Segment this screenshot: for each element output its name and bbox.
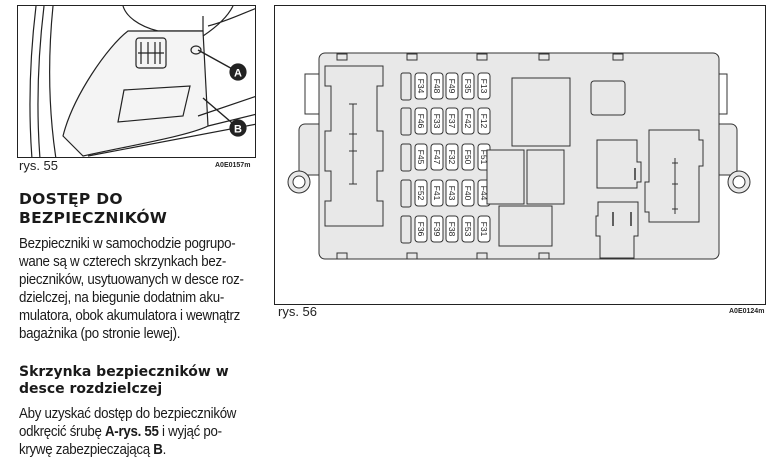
- body-line: wane są w czterech skrzynkach bez-: [19, 254, 227, 270]
- body-line: bagażnika (po stronie lewej).: [19, 326, 181, 342]
- fuse-f31: F31: [477, 215, 491, 243]
- fuse-f46: F46: [414, 107, 428, 135]
- subheading: Skrzynka bezpieczników w desce rozdzielc…: [19, 364, 229, 398]
- text: .: [162, 442, 167, 458]
- fuse-f42: F42: [461, 107, 475, 135]
- fuse-f50: F50: [461, 143, 475, 171]
- fuse-f47: F47: [430, 143, 444, 171]
- fuse-f52: F52: [414, 179, 428, 207]
- heading-line-1: DOSTĘP DO: [19, 190, 123, 208]
- fuse-label: F42: [463, 114, 473, 129]
- spare-slot: [400, 215, 412, 244]
- text: i wyjąć po-: [158, 424, 222, 440]
- access-line-3: krywę zabezpieczającą B.: [19, 441, 270, 459]
- fuse-f53: F53: [461, 215, 475, 243]
- fuse-label: F51: [479, 150, 489, 165]
- fuse-f38: F38: [445, 215, 459, 243]
- fuse-label: F13: [479, 79, 489, 94]
- figure-55-code: A0E0157m: [215, 162, 251, 169]
- fuse-f32: F32: [445, 143, 459, 171]
- fuse-label: F52: [416, 186, 426, 201]
- text: odkręcić śrubę: [19, 424, 105, 440]
- fuse-box-diagram: F34F46F45F52F36F48F33F47F41F39F49F37F32F…: [287, 52, 751, 260]
- spare-slot: [400, 179, 412, 208]
- figure-55-caption: rys. 55: [19, 158, 59, 173]
- callout-a: A: [234, 68, 242, 80]
- fuse-label: F53: [463, 222, 473, 237]
- fuse-label: F34: [416, 79, 426, 94]
- fuse-label: F12: [479, 114, 489, 129]
- figure-56-code: A0E0124m: [729, 308, 765, 315]
- body-line: dzielczej, na biegunie dodatnim aku-: [19, 290, 225, 306]
- body-line: mulatora, obok akumulatora i wewnątrz: [19, 308, 240, 324]
- fuse-f40: F40: [461, 179, 475, 207]
- subheading-line-2: desce rozdzielczej: [19, 381, 163, 397]
- fuse-label: F33: [432, 114, 442, 129]
- fuse-f36: F36: [414, 215, 428, 243]
- fuse-label: F46: [416, 114, 426, 129]
- fuse-label: F32: [447, 150, 457, 165]
- fuse-f41: F41: [430, 179, 444, 207]
- part-reference: B: [153, 442, 163, 458]
- fuse-label: F48: [432, 79, 442, 94]
- text: krywę zabezpieczającą: [19, 442, 154, 458]
- dashboard-fuse-cover-drawing: A B: [29, 6, 255, 157]
- fuse-label: F40: [463, 186, 473, 201]
- fuse-f35: F35: [461, 72, 475, 100]
- fuse-label: F47: [432, 150, 442, 165]
- spare-slot: [400, 72, 412, 101]
- body-line: Bezpieczniki w samochodzie pogrupo-: [19, 236, 236, 252]
- figure-55-illustration: A B: [17, 5, 256, 158]
- spare-slot: [400, 143, 412, 172]
- fuse-f34: F34: [414, 72, 428, 100]
- section-body: Bezpieczniki w samochodzie pogrupo-wane …: [19, 235, 289, 343]
- subheading-line-1: Skrzynka bezpieczników w: [19, 364, 229, 380]
- fuse-label: F38: [447, 222, 457, 237]
- fuse-f39: F39: [430, 215, 444, 243]
- fuse-f13: F13: [477, 72, 491, 100]
- heading-line-2: BEZPIECZNIKÓW: [19, 209, 168, 227]
- fuse-label: F36: [416, 222, 426, 237]
- fuse-label: F39: [432, 222, 442, 237]
- access-instructions: Aby uzyskać dostęp do bezpieczników odkr…: [19, 405, 289, 459]
- fuse-label: F49: [447, 79, 457, 94]
- figure-reference: A-rys. 55: [104, 424, 159, 440]
- spare-slot: [400, 107, 412, 136]
- fuse-f45: F45: [414, 143, 428, 171]
- access-line-2: odkręcić śrubę A-rys. 55 i wyjąć po-: [19, 423, 270, 441]
- fuse-f37: F37: [445, 107, 459, 135]
- fuse-label: F44: [479, 186, 489, 201]
- callout-b: B: [234, 124, 242, 136]
- fuse-label: F43: [447, 186, 457, 201]
- fuse-label: F45: [416, 150, 426, 165]
- fuse-label: F35: [463, 79, 473, 94]
- fuse-f33: F33: [430, 107, 444, 135]
- fuse-f48: F48: [430, 72, 444, 100]
- access-line-1: Aby uzyskać dostęp do bezpieczników: [19, 406, 237, 422]
- fuse-f49: F49: [445, 72, 459, 100]
- body-line: pieczników, usytuowanych w desce roz-: [19, 272, 244, 288]
- fuse-f43: F43: [445, 179, 459, 207]
- fuse-label: F37: [447, 114, 457, 129]
- fuse-label: F31: [479, 222, 489, 237]
- section-heading: DOSTĘP DO BEZPIECZNIKÓW: [19, 190, 167, 228]
- fuse-label: F41: [432, 186, 442, 201]
- fuse-label: F50: [463, 150, 473, 165]
- fuse-f12: F12: [477, 107, 491, 135]
- figure-56-caption: rys. 56: [278, 304, 318, 319]
